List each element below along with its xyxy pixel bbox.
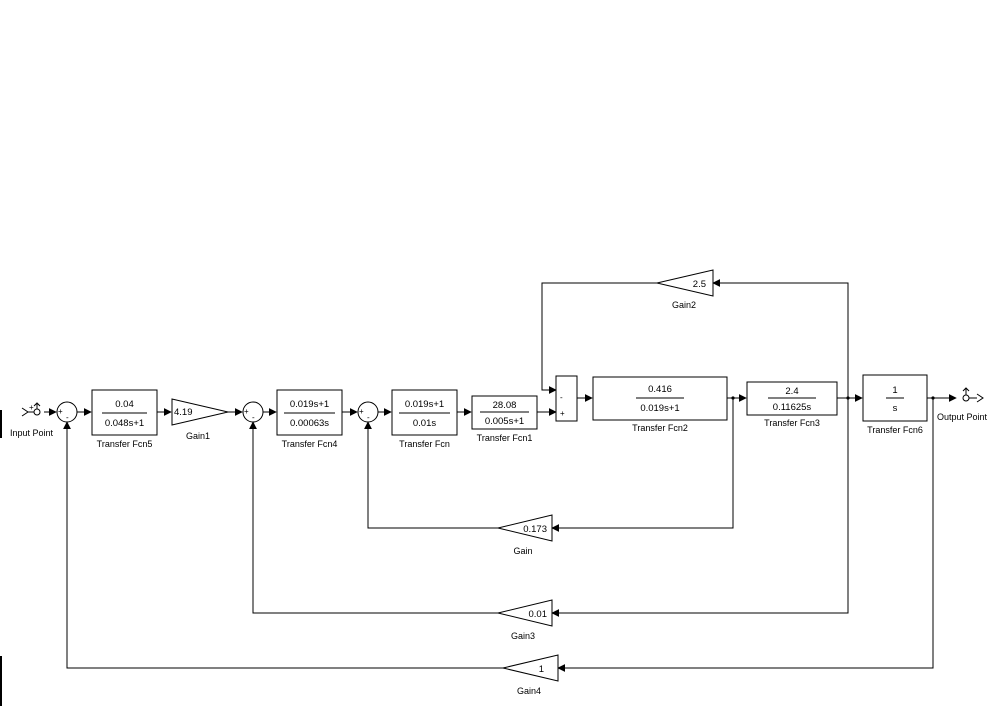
transfer-fcn3-block[interactable]: 2.4 0.11625s Transfer Fcn3 [746,381,838,428]
output-point[interactable]: Output Point [937,387,988,422]
transfer-fcn5-numerator: 0.04 [115,399,134,410]
transfer-fcn2-block[interactable]: 0.416 0.019s+1 Transfer Fcn2 [592,376,728,433]
sum1-sign-plus: + [58,407,63,416]
signal-lines [44,279,957,672]
left-edge-mark-upper [0,410,2,438]
transfer-fcn3-label: Transfer Fcn3 [764,418,820,428]
sum2-sign-minus: - [252,413,255,422]
gain-block[interactable]: 0.173 Gain [497,514,553,556]
transfer-fcn5-label: Transfer Fcn5 [97,439,153,449]
gain4-block[interactable]: 1 Gain4 [502,654,559,696]
sum1-sign-minus: - [66,413,69,422]
gain3-label: Gain3 [511,631,535,641]
transfer-fcn1-denominator: 0.005s+1 [485,416,524,427]
gain2-label: Gain2 [672,300,696,310]
gain2-value: 2.5 [693,279,706,290]
transfer-fcn6-denominator: s [893,403,898,414]
sum4-sign-minus: - [560,393,563,402]
sum4-sign-plus: + [560,409,565,418]
sum-block-2[interactable]: + - [242,401,264,423]
transfer-fcn4-numerator: 0.019s+1 [290,399,329,410]
gain1-value: 4.19 [174,407,193,418]
gain1-block[interactable]: 4.19 Gain1 [171,398,229,441]
gain3-value: 0.01 [529,609,548,620]
transfer-fcn1-block[interactable]: 28.08 0.005s+1 Transfer Fcn1 [471,395,538,443]
transfer-fcn5-block[interactable]: 0.04 0.048s+1 Transfer Fcn5 [91,389,158,449]
gain4-value: 1 [539,664,544,675]
sum3-sign-plus: + [359,407,364,416]
transfer-fcn6-numerator: 1 [892,385,897,396]
transfer-fcn1-label: Transfer Fcn1 [477,433,533,443]
gain-value: 0.173 [523,524,547,535]
transfer-fcn3-denominator: 0.11625s [773,402,812,413]
output-point-label: Output Point [937,412,988,422]
input-point-label: Input Point [10,428,54,438]
transfer-fcn-label: Transfer Fcn [399,439,450,449]
gain-label: Gain [513,546,532,556]
sum-block-1[interactable]: + - [56,401,78,423]
transfer-fcn6-block[interactable]: 1 s Transfer Fcn6 [862,374,928,435]
transfer-fcn4-block[interactable]: 0.019s+1 0.00063s Transfer Fcn4 [276,389,343,449]
transfer-fcn-block[interactable]: 0.019s+1 0.01s Transfer Fcn [391,389,458,449]
transfer-fcn1-numerator: 28.08 [493,400,517,411]
transfer-fcn2-numerator: 0.416 [648,384,672,395]
transfer-fcn6-label: Transfer Fcn6 [867,425,923,435]
left-edge-mark-lower [0,656,2,706]
transfer-fcn4-label: Transfer Fcn4 [282,439,338,449]
sum3-sign-minus: - [367,413,370,422]
sum2-sign-plus: + [244,407,249,416]
gain2-block[interactable]: 2.5 Gain2 [656,269,714,310]
svg-text:+: + [29,403,34,412]
transfer-fcn-denominator: 0.01s [413,418,436,429]
transfer-fcn2-denominator: 0.019s+1 [640,403,679,414]
gain4-label: Gain4 [517,686,541,696]
transfer-fcn5-denominator: 0.048s+1 [105,418,144,429]
sum-block-3[interactable]: + - [357,401,379,423]
sum-block-4[interactable]: - + [555,375,578,422]
gain3-block[interactable]: 0.01 Gain3 [497,599,553,641]
gain1-label: Gain1 [186,431,210,441]
transfer-fcn2-label: Transfer Fcn2 [632,423,688,433]
input-point[interactable]: + Input Point [10,402,54,438]
transfer-fcn-numerator: 0.019s+1 [405,399,444,410]
transfer-fcn4-denominator: 0.00063s [290,418,329,429]
transfer-fcn3-numerator: 2.4 [785,386,798,397]
